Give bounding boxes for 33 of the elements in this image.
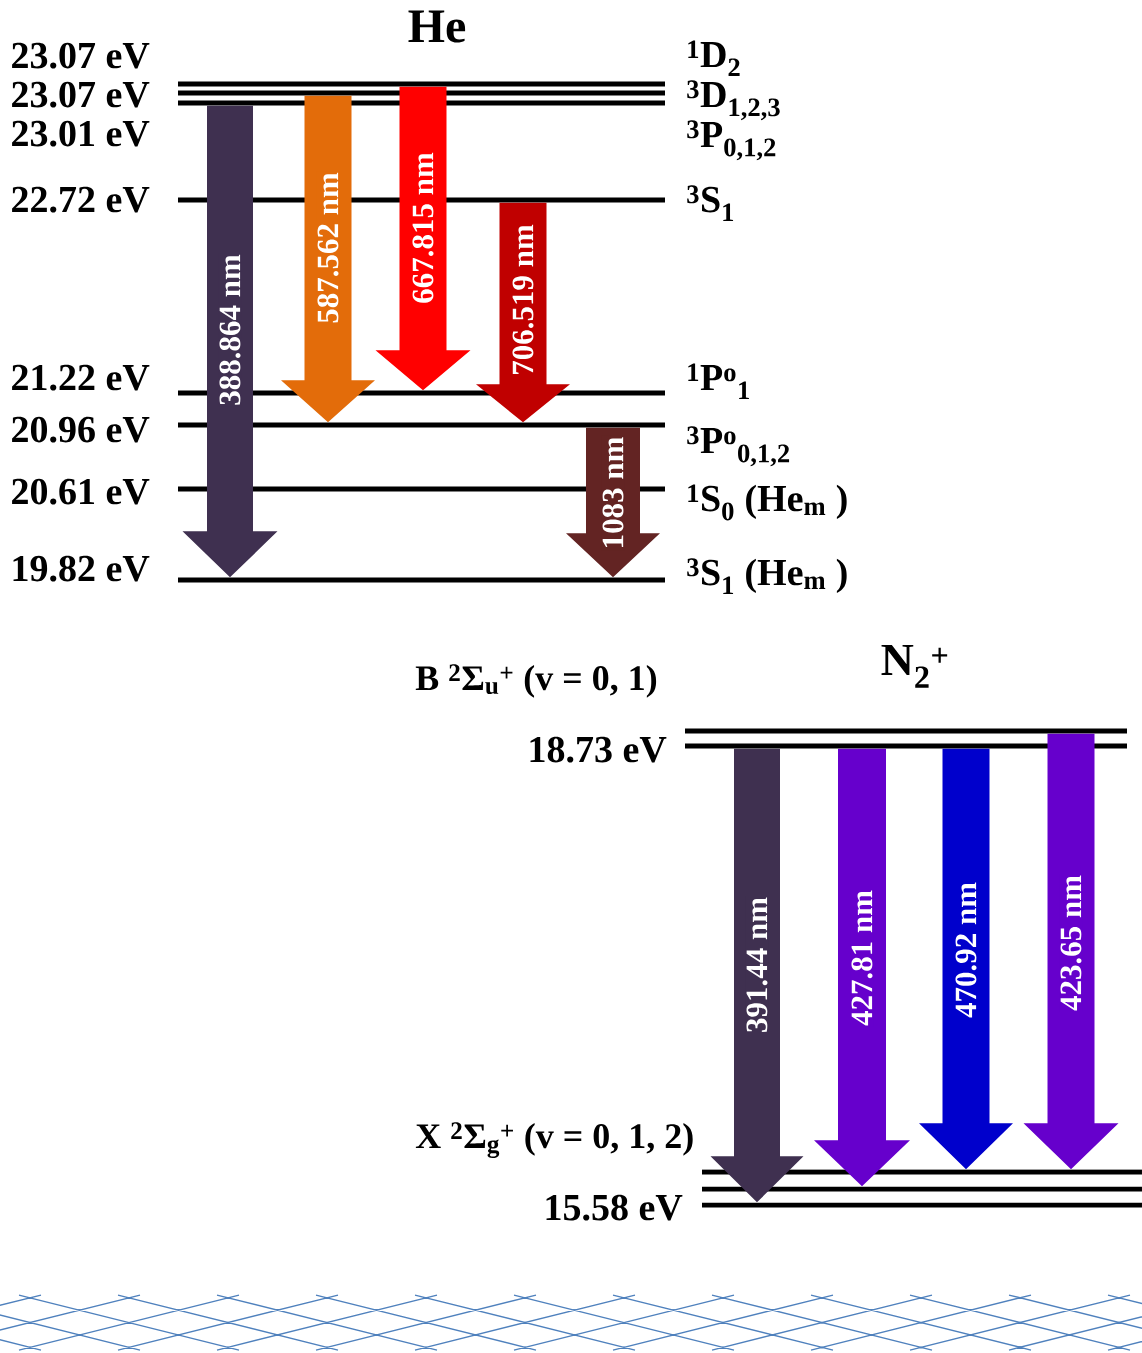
energy-value-label: 20.61 eV bbox=[12, 478, 150, 505]
energy-value-label: 21.22 eV bbox=[12, 364, 150, 391]
state-label: X $^{2}$Σ$_{g}$$^{+}$ (v = 0, 1, 2) bbox=[415, 1122, 693, 1158]
term-symbol-label: $^{3}$P$^{o}$0,1,2 bbox=[687, 426, 790, 467]
wavelength-label: 470.92 nm bbox=[954, 881, 978, 1020]
wavelength-label: 587.562 nm bbox=[316, 171, 340, 325]
energy-value-label: 23.07 eV bbox=[12, 81, 150, 108]
energy-value-label: 23.07 eV bbox=[12, 42, 150, 69]
wavelength-label: 706.519 nm bbox=[511, 223, 535, 377]
transition-arrow bbox=[710, 748, 804, 1203]
wavelength-label: 427.81 nm bbox=[850, 889, 874, 1028]
wavelength-label: 388.864 nm bbox=[218, 253, 242, 407]
term-symbol-label: $^{1}$D$_{2}$ bbox=[688, 40, 740, 77]
wavelength-label: 667.815 nm bbox=[411, 151, 435, 305]
term-symbol-label: $^{3}$S$_{1}$ bbox=[687, 185, 734, 221]
energy-value-label: 18.73 eV bbox=[530, 736, 667, 763]
term-symbol-label: $^{1}$S$_{0}$ (He$_{m}$ ) bbox=[688, 484, 847, 521]
transition-arrow bbox=[1023, 733, 1119, 1170]
energy-value-label: 15.58 eV bbox=[546, 1194, 683, 1221]
energy-value-label: 22.72 eV bbox=[12, 186, 150, 213]
energy-value-label: 20.96 eV bbox=[12, 416, 150, 443]
energy-value-label: 23.01 eV bbox=[12, 120, 150, 147]
wavelength-label: 1083 nm bbox=[601, 435, 625, 551]
wavelength-label: 391.44 nm bbox=[745, 896, 769, 1035]
heading: He bbox=[408, 10, 466, 43]
term-symbol-label: $^{3}$D$_{1,2,3}$ bbox=[687, 80, 780, 121]
term-symbol-label: $^{3}$S$_{1}$ (He$_{m}$ ) bbox=[687, 558, 847, 594]
term-symbol-label: $^{3}$P$_{0,1,2}$ bbox=[687, 120, 776, 161]
state-label: B $^{2}$Σ$_{u}$$^{+}$ (v = 0, 1) bbox=[415, 664, 657, 698]
energy-value-label: 19.82 eV bbox=[13, 555, 150, 582]
heading: N$_{2}$+ bbox=[881, 644, 948, 688]
term-symbol-label: $^{1}$P$^{o}$1 bbox=[688, 363, 749, 399]
wavelength-label: 423.65 nm bbox=[1059, 874, 1083, 1013]
